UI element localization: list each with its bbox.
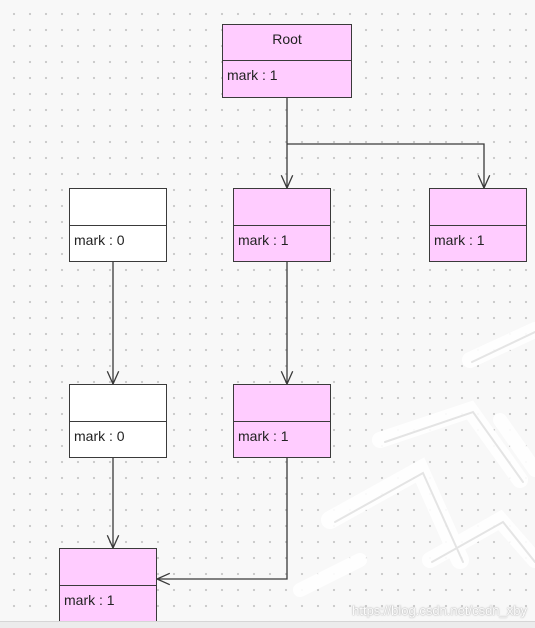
node-b-field: mark : 1 — [434, 232, 485, 248]
edge-root-to-b — [287, 143, 485, 188]
node-d-name — [70, 385, 166, 422]
node-d[interactable]: mark : 0 — [69, 384, 167, 458]
node-f[interactable]: mark : 1 — [59, 548, 157, 622]
node-root-field: mark : 1 — [227, 67, 278, 83]
node-c-name — [70, 189, 166, 226]
node-c-field: mark : 0 — [74, 232, 125, 248]
node-a[interactable]: mark : 1 — [233, 188, 331, 262]
node-a-name — [234, 189, 330, 226]
node-f-name — [60, 549, 156, 586]
node-f-field: mark : 1 — [64, 592, 115, 608]
node-a-field: mark : 1 — [238, 232, 289, 248]
arrowhead-e-to-f — [155, 572, 171, 586]
node-root[interactable]: Root mark : 1 — [222, 24, 352, 98]
node-e-field: mark : 1 — [238, 428, 289, 444]
node-b-name — [430, 189, 526, 226]
bottom-scrollbar[interactable] — [0, 621, 535, 628]
edge-e-to-f — [157, 458, 288, 580]
node-root-name: Root — [223, 25, 351, 61]
watermark-calligraphy-shade — [334, 331, 535, 563]
watermark-text: https://blog.csdn.net/csdn_xby — [352, 603, 527, 618]
node-e[interactable]: mark : 1 — [233, 384, 331, 458]
node-d-field: mark : 0 — [74, 428, 125, 444]
watermark-calligraphy — [293, 322, 535, 597]
node-c[interactable]: mark : 0 — [69, 188, 167, 262]
node-e-name — [234, 385, 330, 422]
node-b[interactable]: mark : 1 — [429, 188, 527, 262]
